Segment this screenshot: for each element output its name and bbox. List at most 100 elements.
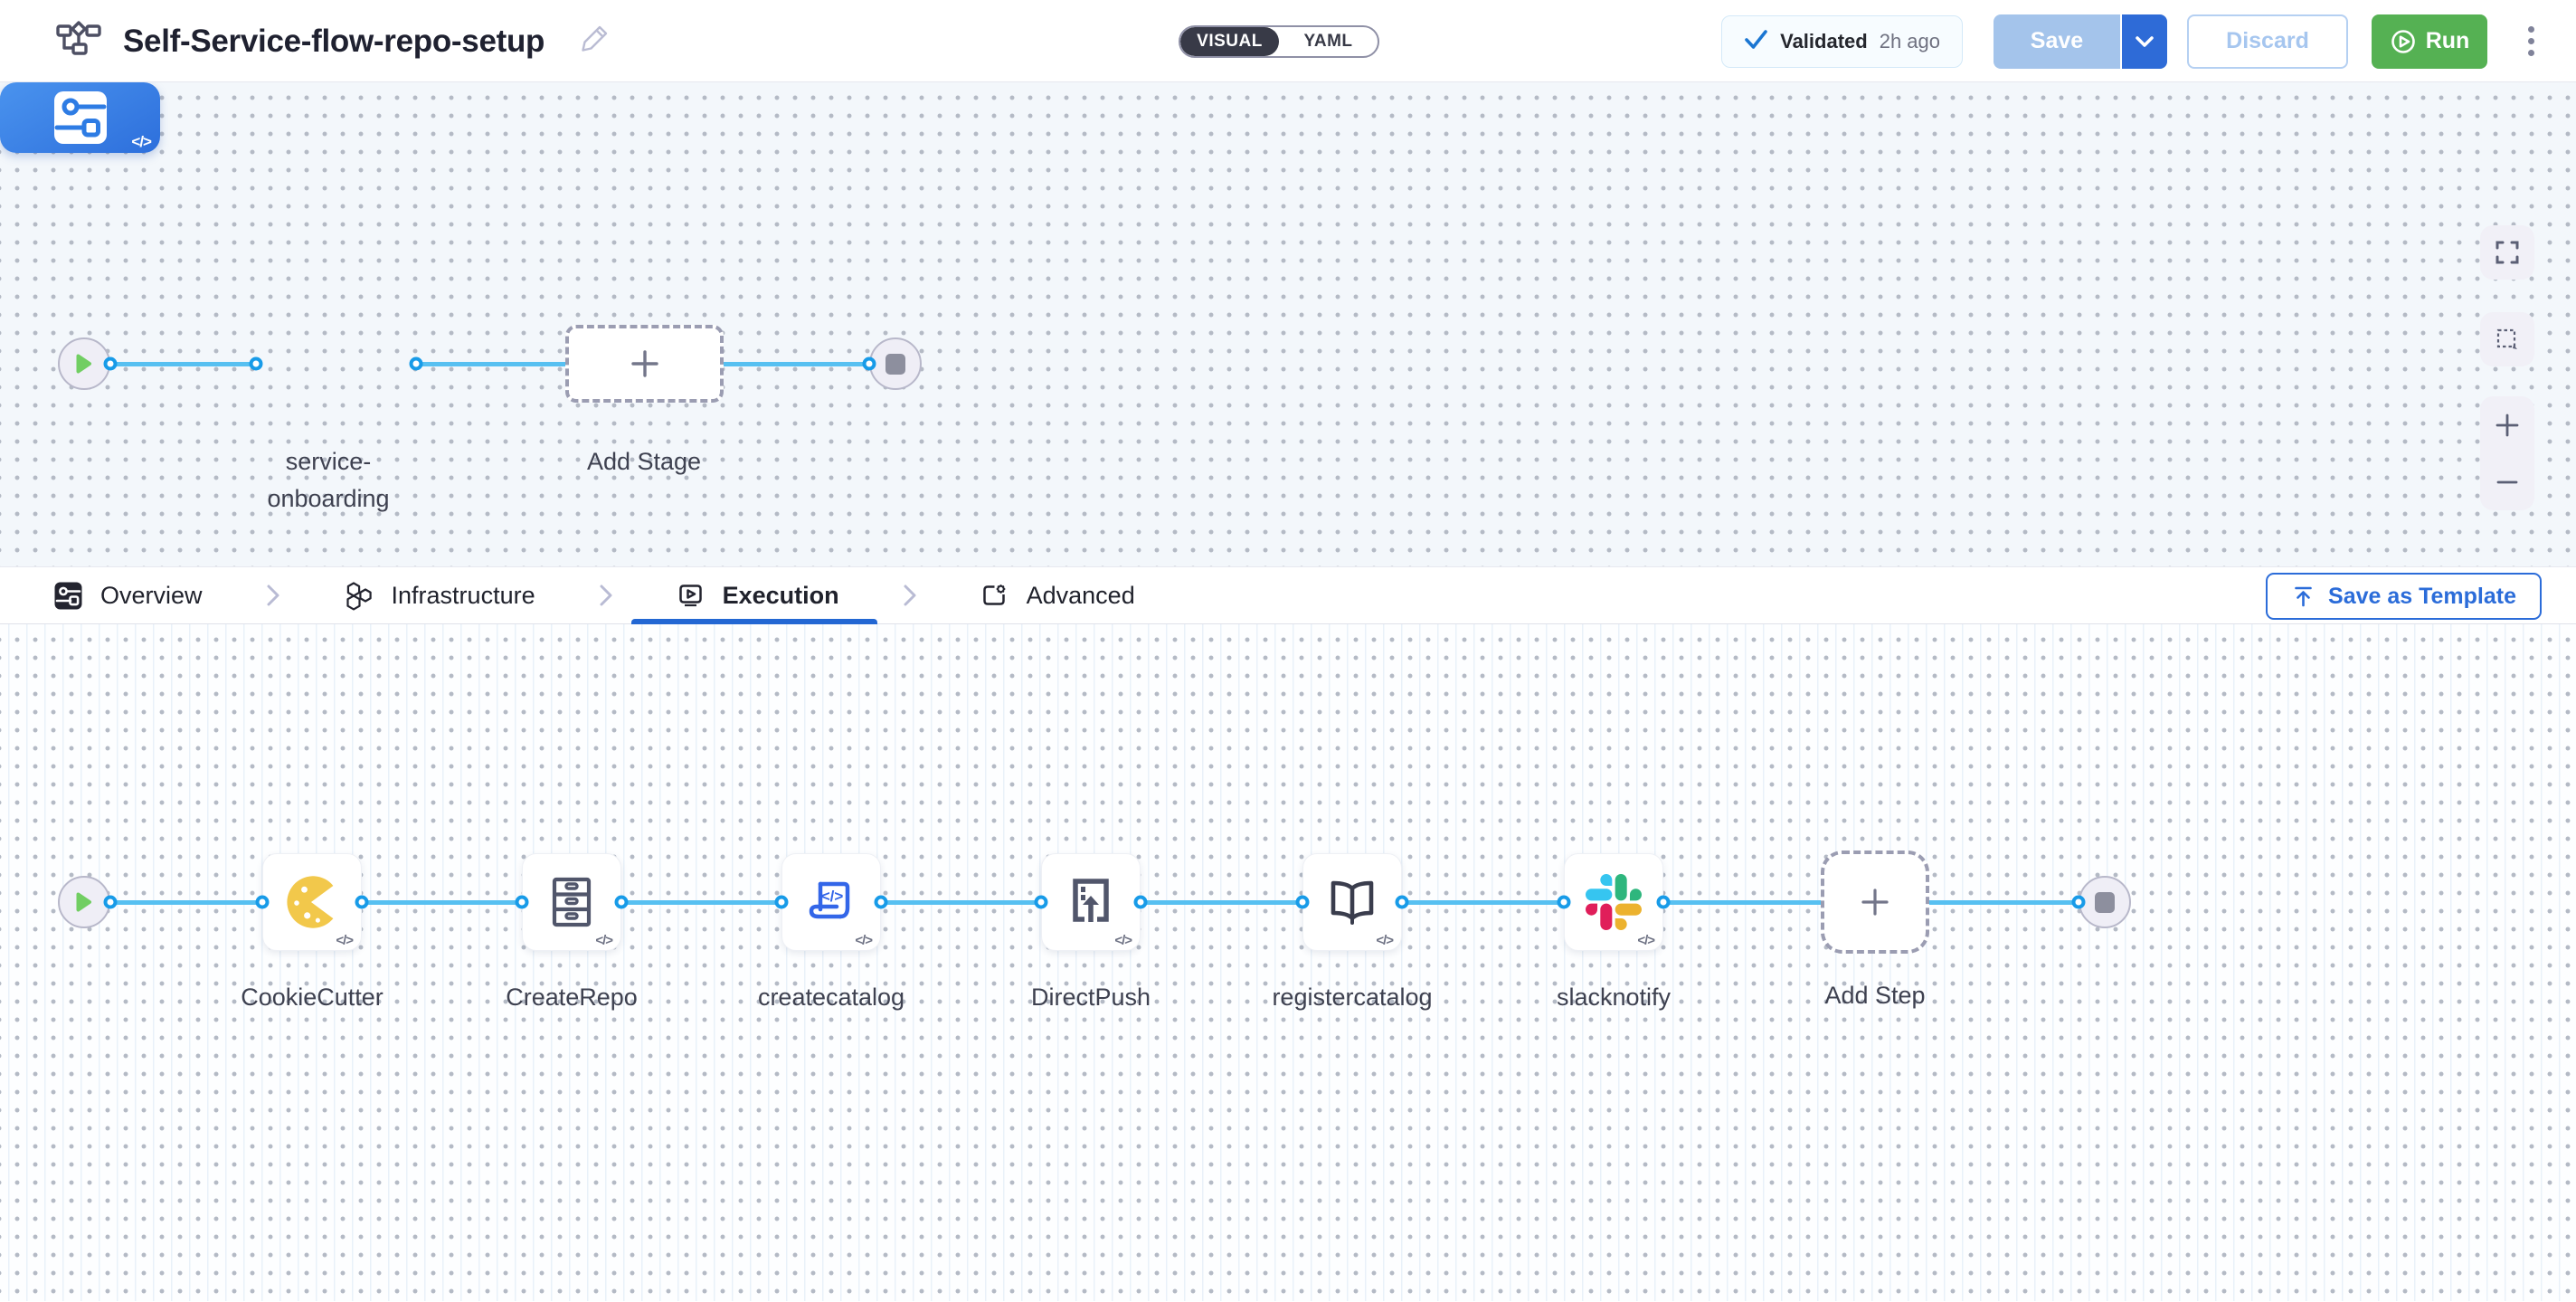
flow-end-node [2079, 876, 2131, 928]
chevron-right-icon [599, 584, 613, 607]
toggle-yaml[interactable]: YAML [1303, 32, 1353, 51]
connector-port[interactable] [1656, 895, 1671, 909]
zoom-out-button[interactable] [2480, 453, 2534, 510]
save-options-chevron-icon[interactable] [2120, 14, 2167, 69]
edge [1663, 900, 1821, 905]
connector-port[interactable] [2071, 895, 2086, 909]
flow-start-node [58, 876, 110, 928]
edge [1402, 900, 1564, 905]
step-label[interactable]: createcatalog [757, 984, 905, 1011]
step-label[interactable]: slacknotify [1556, 984, 1672, 1011]
tab-execution[interactable]: Execution [630, 567, 877, 624]
play-square-icon [678, 584, 702, 606]
fullscreen-icon [2496, 241, 2519, 264]
upload-icon [2295, 586, 2312, 606]
chevron-right-icon [903, 584, 917, 607]
edge [416, 362, 565, 366]
add-stage-button[interactable] [565, 325, 724, 403]
step-node-cookiecutter[interactable]: </> [262, 853, 362, 951]
edge [724, 362, 869, 366]
hexagons-icon [346, 581, 372, 610]
cookiecutter-icon [287, 876, 334, 928]
code-icon: </> [131, 133, 152, 150]
step-node-registercatalog[interactable]: </> [1302, 853, 1402, 951]
marquee-select-button[interactable] [2480, 312, 2534, 366]
step-node-slacknotify[interactable]: </> [1564, 853, 1663, 951]
tab-overview[interactable]: Overview [54, 567, 203, 623]
add-stage-label: Add Stage [586, 448, 702, 475]
fit-to-screen-button[interactable] [2480, 225, 2534, 280]
connector-port[interactable] [103, 895, 118, 909]
flow-start-node [58, 337, 110, 390]
stage-overview-icon [54, 582, 82, 609]
tab-infrastructure[interactable]: Infrastructure [344, 567, 535, 623]
validated-badge[interactable]: Validated 2h ago [1721, 14, 1963, 68]
save-as-template-label: Save as Template [2328, 583, 2516, 609]
tab-label: Execution [722, 581, 839, 609]
connector-port[interactable] [1557, 895, 1571, 909]
stage-name-label[interactable]: service-onboarding [267, 448, 390, 512]
open-book-icon [1331, 880, 1374, 925]
tab-label: Overview [100, 581, 203, 609]
code-icon: </> [336, 933, 354, 948]
connector-port[interactable] [1133, 895, 1148, 909]
selection-box-icon [2496, 328, 2517, 349]
validated-time: 2h ago [1879, 29, 1940, 52]
connector-port[interactable] [103, 356, 118, 371]
flow-end-node [869, 337, 922, 390]
connector-port[interactable] [862, 356, 876, 371]
save-button[interactable]: Save [1994, 14, 2120, 69]
connector-port[interactable] [409, 356, 423, 371]
add-step-label: Add Step [1824, 982, 1926, 1009]
code-icon: </> [1114, 933, 1132, 948]
edit-pencil-icon[interactable] [579, 24, 610, 59]
connector-port[interactable] [1034, 895, 1048, 909]
toggle-visual[interactable]: VISUAL [1180, 27, 1279, 56]
edge [1141, 900, 1302, 905]
svg-text:</>: </> [821, 888, 844, 905]
stop-square-icon [886, 353, 905, 375]
step-label[interactable]: DirectPush [1030, 984, 1151, 1011]
step-node-directpush[interactable]: </> [1041, 853, 1141, 951]
zoom-in-button[interactable] [2480, 396, 2534, 453]
connector-port[interactable] [1395, 895, 1409, 909]
check-icon [1744, 28, 1768, 55]
connector-port[interactable] [874, 895, 888, 909]
connector-port[interactable] [255, 895, 270, 909]
zoom-controls [2480, 396, 2534, 510]
edge [110, 900, 262, 905]
page-title: Self-Service-flow-repo-setup [123, 23, 545, 59]
discard-button[interactable]: Discard [2187, 14, 2348, 69]
add-step-button[interactable] [1821, 851, 1929, 954]
connector-port[interactable] [249, 356, 263, 371]
run-play-icon [2390, 28, 2417, 55]
tab-label: Infrastructure [391, 581, 535, 609]
edge [881, 900, 1041, 905]
step-node-createcatalog[interactable]: </> </> [781, 853, 881, 951]
tab-advanced[interactable]: Advanced [980, 567, 1135, 623]
more-options-kebab-icon[interactable] [2513, 14, 2549, 69]
stage-graph-canvas[interactable]: </> service-onboarding Add Stage [0, 82, 2576, 566]
stage-tabbar: Overview Infrastructure Execution [0, 566, 2576, 624]
plus-icon [630, 350, 658, 377]
step-label[interactable]: registercatalog [1272, 984, 1433, 1011]
connector-port[interactable] [614, 895, 629, 909]
code-icon: </> [855, 933, 873, 948]
connector-port[interactable] [515, 895, 529, 909]
execution-graph-canvas[interactable]: </> </> </> </> [0, 624, 2576, 1301]
drawer-cabinet-icon [552, 877, 592, 927]
step-node-createrepo[interactable]: </> [522, 853, 621, 951]
code-icon: </> [1637, 933, 1655, 948]
step-label[interactable]: CookieCutter [241, 984, 384, 1011]
flowchart-icon [56, 19, 101, 63]
save-as-template-button[interactable]: Save as Template [2266, 573, 2542, 620]
settings-doc-icon [982, 584, 1005, 605]
connector-port[interactable] [1295, 895, 1310, 909]
connector-port[interactable] [355, 895, 369, 909]
plus-icon [1861, 889, 1889, 916]
stage-node-service-onboarding[interactable]: </> [0, 82, 160, 153]
connector-port[interactable] [774, 895, 789, 909]
run-button[interactable]: Run [2372, 14, 2487, 69]
tab-label: Advanced [1026, 581, 1135, 609]
step-label[interactable]: CreateRepo [506, 984, 638, 1011]
